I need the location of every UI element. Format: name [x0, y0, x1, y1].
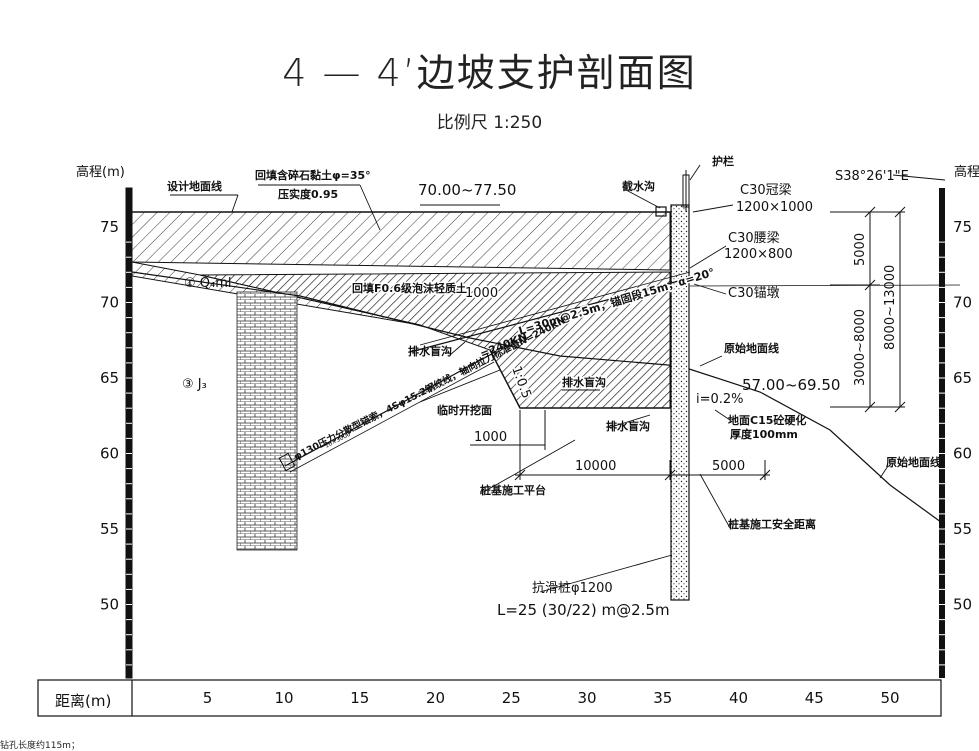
label-guardrail: 护栏 [712, 154, 734, 168]
elevation-tick-label-right: 60 [953, 445, 972, 463]
elevation-ticks-left: 75 70 65 60 55 50 [100, 218, 132, 681]
elevation-axis-label-right: 高程( [954, 164, 979, 180]
distance-tick-label: 45 [805, 689, 824, 707]
elevation-tick-label-left: 70 [100, 294, 119, 312]
left-elevation-ruler [125, 187, 133, 679]
label-dim-1000-top: 1000 [465, 286, 498, 301]
label-dim-5000-bottom: 5000 [712, 459, 745, 474]
label-intercept-ditch: 截水沟 [622, 179, 655, 193]
lower-anchor-cable [284, 354, 491, 467]
label-bottom-elevation: 57.00~69.50 [742, 376, 840, 394]
label-dim-3000-8000: 3000~8000 [853, 309, 868, 386]
leader-lines [170, 164, 946, 593]
elevation-tick-label-right: 75 [953, 218, 972, 236]
label-grade: i=0.2% [696, 392, 744, 407]
label-top-elevation: 70.00~77.50 [418, 181, 516, 199]
intercept-ditch-shape [655, 206, 667, 217]
elevation-tick-label-right: 50 [953, 596, 972, 614]
label-backfill-gravel: 回填含碎石黏土φ=35° [255, 168, 371, 182]
distance-tick-label: 40 [729, 689, 748, 707]
drawing-scale: 比例尺 1:250 [436, 113, 543, 133]
elevation-tick-label-left: 60 [100, 445, 119, 463]
label-layer-q4: ① Q₄ml [184, 276, 232, 291]
distance-ticks: 5 10 15 20 25 30 35 40 45 50 [203, 689, 900, 707]
label-pile-platform: 桩基施工平台 [480, 483, 546, 497]
elevation-tick-label-right: 70 [953, 294, 972, 312]
label-backfill-foam: 回填F0.6级泡沫轻质土 [352, 281, 467, 295]
layer-j3-column [236, 291, 298, 551]
label-dim-1000-bottom: 1000 [474, 430, 507, 445]
drawing-title: 4 — 4’边坡支护剖面图 [282, 51, 697, 95]
excavation-face [489, 349, 670, 409]
elevation-ticks-right: 75 70 65 60 55 50 [939, 218, 972, 681]
label-compaction: 压实度0.95 [278, 187, 338, 201]
label-bearing: S38°26'1"E [835, 169, 909, 184]
label-pile-length: L=25 (30/22) m@2.5m [497, 601, 670, 619]
right-elevation-ruler [939, 188, 945, 678]
distance-tick-label: 30 [578, 689, 597, 707]
label-crown-beam-size: 1200×1000 [736, 200, 813, 215]
distance-tick-label: 5 [203, 689, 213, 707]
label-original-ground-1: 原始地面线 [724, 341, 779, 355]
elevation-tick-label-left: 65 [100, 369, 119, 387]
right-dimensions [830, 206, 906, 413]
bottom-dimensions [470, 410, 771, 481]
label-waist-beam-size: 1200×800 [724, 247, 793, 262]
distance-axis: 距离(m) [37, 679, 942, 717]
edge-note: 钻孔长度约115m； [0, 741, 80, 751]
distance-tick-label: 15 [350, 689, 369, 707]
anti-slide-pile [670, 204, 690, 601]
distance-tick-label: 10 [275, 689, 294, 707]
elevation-tick-label-left: 50 [100, 596, 119, 614]
label-dim-8000-13000: 8000~13000 [883, 265, 898, 350]
label-drain-ditch-1: 排水盲沟 [408, 344, 452, 358]
label-design-ground: 设计地面线 [167, 179, 222, 193]
distance-tick-label: 35 [653, 689, 672, 707]
label-drain-ditch-2: 排水盲沟 [562, 375, 606, 389]
label-surface-harden-1: 地面C15砼硬化 [728, 413, 806, 427]
label-original-ground-2: 原始地面线 [886, 455, 941, 469]
upper-anchor-cable [409, 277, 691, 353]
elevation-tick-label-right: 55 [953, 520, 972, 538]
distance-tick-label: 50 [881, 689, 900, 707]
distance-tick-label: 20 [426, 689, 445, 707]
label-anti-slide-pile: 抗滑桩φ1200 [532, 581, 613, 596]
distance-axis-label: 距离(m) [55, 692, 111, 710]
label-anchor-pier: C30锚墩 [728, 286, 780, 301]
label-layer-j3: ③ J₃ [182, 377, 207, 392]
label-crown-beam: C30冠梁 [740, 183, 792, 198]
elevation-axis-label: 高程(m) [76, 164, 125, 180]
label-dim-5000-right: 5000 [853, 233, 868, 266]
label-waist-beam: C30腰梁 [728, 231, 780, 246]
elevation-tick-label-left: 75 [100, 218, 119, 236]
label-temp-excavation: 临时开挖面 [437, 403, 492, 417]
label-surface-harden-2: 厚度100mm [730, 427, 798, 441]
backfill-gravel-clay [131, 211, 671, 271]
distance-tick-label: 25 [502, 689, 521, 707]
label-pile-safe-distance: 桩基施工安全距离 [728, 517, 816, 531]
label-dim-10000: 10000 [575, 459, 616, 474]
elevation-tick-label-right: 65 [953, 369, 972, 387]
elevation-tick-label-left: 55 [100, 520, 119, 538]
label-drain-ditch-3: 排水盲沟 [606, 419, 650, 433]
